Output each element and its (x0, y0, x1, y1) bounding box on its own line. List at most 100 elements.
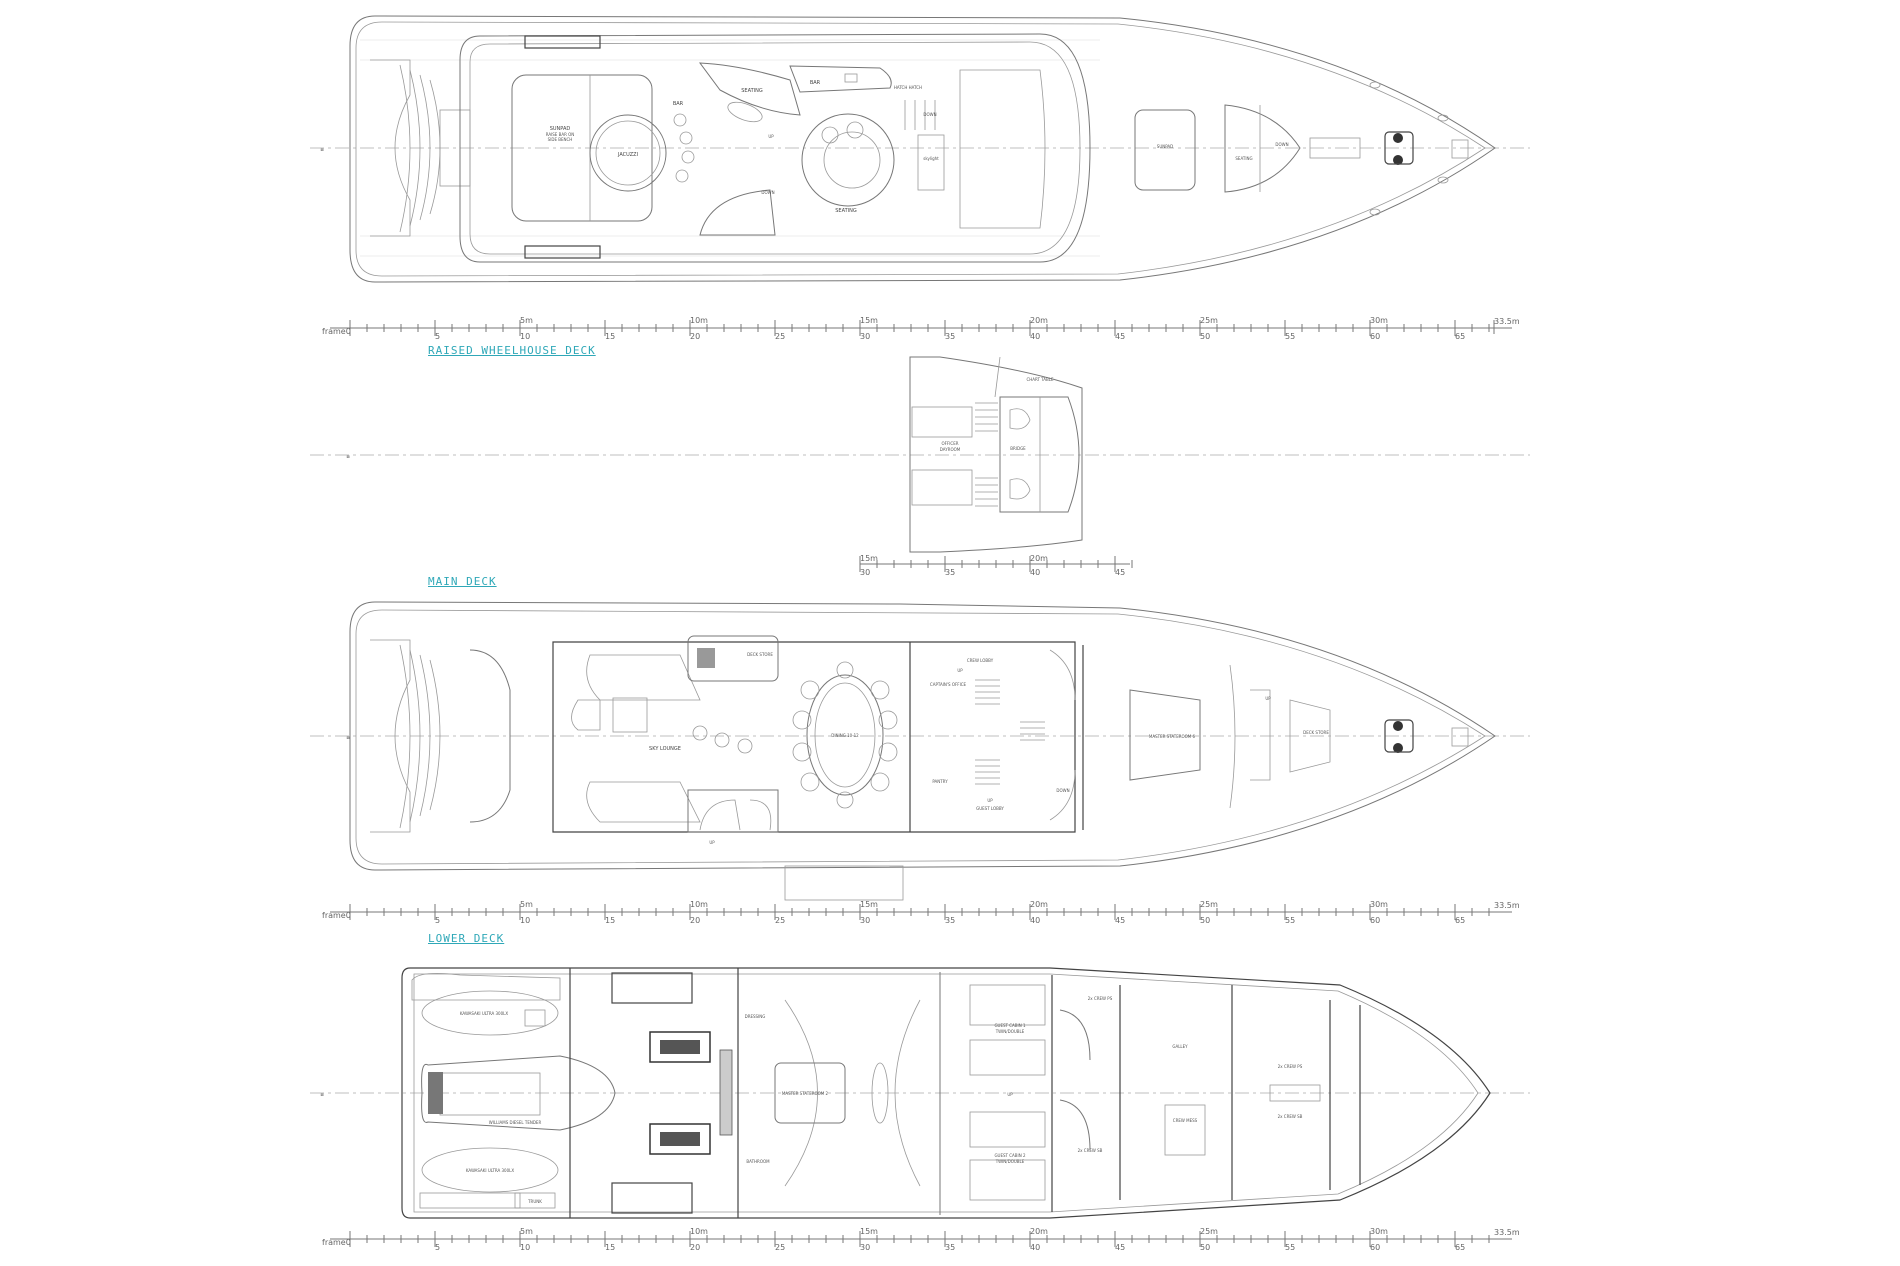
svg-text:35: 35 (945, 916, 955, 925)
main-deck-title: MAIN DECK (428, 575, 497, 588)
svg-text:5: 5 (435, 332, 440, 341)
svg-text:10: 10 (520, 1243, 530, 1252)
lower-deck-title: LOWER DECK (428, 932, 505, 945)
svg-text:15m: 15m (860, 1227, 878, 1236)
jacuzzi-label: JACUZZI (617, 152, 638, 158)
dining-label: DINING 10-12 (831, 733, 859, 738)
master-stateroom-label: MASTER STATEROOM 6 (1149, 734, 1196, 739)
tender-icon (421, 1055, 616, 1131)
svg-text:20: 20 (690, 1243, 700, 1252)
svg-text:33.5m: 33.5m (1494, 317, 1520, 326)
svg-text:45: 45 (1115, 916, 1125, 925)
svg-text:10m: 10m (690, 1227, 708, 1236)
svg-text:15m: 15m (860, 900, 878, 909)
svg-text:40: 40 (1030, 916, 1040, 925)
sky-lounge-label: SKY LOUNGE (649, 746, 681, 752)
svg-text:BAR: BAR (673, 101, 684, 107)
svg-text:50: 50 (1200, 916, 1210, 925)
svg-text:25m: 25m (1200, 1227, 1218, 1236)
svg-text:20m: 20m (1030, 316, 1048, 325)
svg-text:65: 65 (1455, 332, 1465, 341)
svg-text:25: 25 (775, 916, 785, 925)
svg-text:25: 25 (775, 1243, 785, 1252)
svg-text:60: 60 (1370, 332, 1380, 341)
guest-cabin-label: GUEST CABIN 2 (994, 1153, 1026, 1158)
svg-text:30m: 30m (1370, 900, 1388, 909)
svg-text:TWIN/DOUBLE: TWIN/DOUBLE (995, 1159, 1025, 1164)
svg-text:15m: 15m (860, 554, 878, 563)
svg-text:5m: 5m (520, 1227, 533, 1236)
svg-text:TRUNK: TRUNK (527, 1199, 542, 1204)
svg-text:RAISE BAR ON: RAISE BAR ON (546, 132, 575, 137)
svg-text:⊠: ⊠ (346, 735, 349, 740)
svg-text:5: 5 (435, 916, 440, 925)
svg-text:20: 20 (690, 332, 700, 341)
spiral-stair-icon (699, 189, 776, 236)
svg-text:45: 45 (1115, 332, 1125, 341)
svg-text:35: 35 (945, 1243, 955, 1252)
svg-text:30m: 30m (1370, 316, 1388, 325)
svg-text:DOWN: DOWN (761, 190, 774, 195)
svg-text:DRESSING: DRESSING (745, 1014, 766, 1019)
helm-chair-icon (1009, 408, 1031, 430)
upper-deck-plan: ⊠ SUNPAD RAISE B (310, 15, 1530, 283)
svg-text:45: 45 (1115, 1243, 1125, 1252)
svg-text:CHART TABLE: CHART TABLE (1026, 377, 1054, 382)
svg-text:UP: UP (709, 840, 715, 845)
svg-text:UP: UP (987, 798, 993, 803)
tender-label: WILLIAMS DIESEL TENDER (489, 1120, 542, 1125)
svg-text:55: 55 (1285, 332, 1295, 341)
svg-text:GUEST LOBBY: GUEST LOBBY (976, 806, 1004, 811)
svg-text:30: 30 (860, 568, 870, 577)
svg-text:20: 20 (690, 916, 700, 925)
svg-text:BRIDGE: BRIDGE (1010, 446, 1026, 451)
svg-text:DAYROOM: DAYROOM (940, 447, 961, 452)
lower-deck-plan: ⊠ KAWASAKI ULTRA 300LX WILLIAMS DIESEL T… (310, 967, 1530, 1219)
svg-text:30: 30 (860, 916, 870, 925)
jetski-label: KAWASAKI ULTRA 300LX (466, 1168, 515, 1173)
scale-ruler-main: frame0 33.5m 5m 10m 15m 20m 25m 30m 5 10… (322, 900, 1520, 925)
svg-text:SEATING: SEATING (741, 88, 763, 94)
svg-text:SEATING: SEATING (835, 208, 857, 214)
svg-text:DECK STORE: DECK STORE (747, 652, 773, 657)
vip-stateroom-label: MASTER STATEROOM 2 (782, 1091, 829, 1096)
svg-text:15: 15 (605, 332, 615, 341)
svg-text:5m: 5m (520, 900, 533, 909)
svg-text:5: 5 (435, 1243, 440, 1252)
scale-ruler-upper: frame0 33.5m 5m 10m 15m 20m 25m 30m 5 10… (322, 316, 1520, 341)
svg-text:UP: UP (1265, 696, 1271, 701)
windlass-icon (1384, 131, 1414, 165)
svg-text:33.5m: 33.5m (1494, 901, 1520, 910)
svg-text:55: 55 (1285, 916, 1295, 925)
svg-text:DOWN: DOWN (923, 112, 936, 117)
svg-text:45: 45 (1115, 568, 1125, 577)
svg-text:⊠: ⊠ (320, 1092, 323, 1097)
svg-text:33.5m: 33.5m (1494, 1228, 1520, 1237)
svg-text:30: 30 (860, 332, 870, 341)
svg-text:40: 40 (1030, 332, 1040, 341)
svg-text:35: 35 (945, 332, 955, 341)
main-deck-plan: ⊠ SKY LOUNGE DECK STORE (310, 601, 1530, 901)
svg-text:OFFICER: OFFICER (941, 441, 958, 446)
wheelhouse-deck-plan: ⊠ CHART TABLE BRIDGE OFFICER DAYROOM 15m… (310, 356, 1530, 577)
svg-text:TWIN/DOUBLE: TWIN/DOUBLE (995, 1029, 1025, 1034)
svg-text:UP: UP (957, 668, 963, 673)
svg-text:SEATING: SEATING (1235, 156, 1252, 161)
svg-text:frame0: frame0 (322, 327, 351, 336)
svg-text:CAPTAIN'S OFFICE: CAPTAIN'S OFFICE (930, 682, 967, 687)
guest-cabin-label: GUEST CABIN 1 (994, 1023, 1026, 1028)
davit-icon (524, 35, 601, 49)
wheelhouse-deck-title: RAISED WHEELHOUSE DECK (428, 344, 596, 357)
svg-text:30: 30 (860, 1243, 870, 1252)
svg-text:65: 65 (1455, 916, 1465, 925)
svg-text:40: 40 (1030, 568, 1040, 577)
svg-text:25: 25 (775, 332, 785, 341)
windlass-icon (1384, 719, 1414, 753)
davit-icon (524, 245, 601, 259)
svg-text:HATCH HATCH: HATCH HATCH (894, 85, 922, 90)
svg-text:DOWN: DOWN (1275, 142, 1288, 147)
svg-text:20m: 20m (1030, 900, 1048, 909)
svg-text:PANTRY: PANTRY (932, 779, 948, 784)
svg-text:2x CREW SB: 2x CREW SB (1078, 1148, 1103, 1153)
